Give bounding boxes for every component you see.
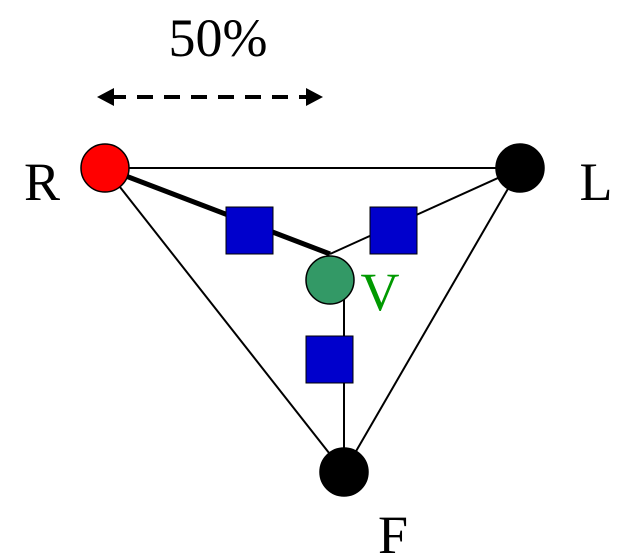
label-l: L — [580, 152, 613, 212]
resistor-r-v — [225, 206, 274, 255]
node-f — [319, 447, 369, 497]
resistor-l-v — [369, 206, 418, 255]
percent-label: 50% — [169, 8, 268, 68]
node-v — [305, 255, 355, 305]
node-r — [80, 143, 130, 193]
label-r: R — [24, 152, 60, 212]
node-l — [495, 143, 545, 193]
resistor-f-v — [305, 335, 354, 384]
edge-l-f — [343, 167, 521, 473]
edge-r-f — [104, 167, 345, 473]
label-f: F — [378, 505, 408, 557]
arrowhead-left-icon — [97, 88, 114, 106]
wire-l-v — [329, 167, 521, 255]
label-v: V — [361, 262, 400, 322]
wire-r-v — [104, 165, 331, 257]
arrowhead-right-icon — [306, 88, 323, 106]
